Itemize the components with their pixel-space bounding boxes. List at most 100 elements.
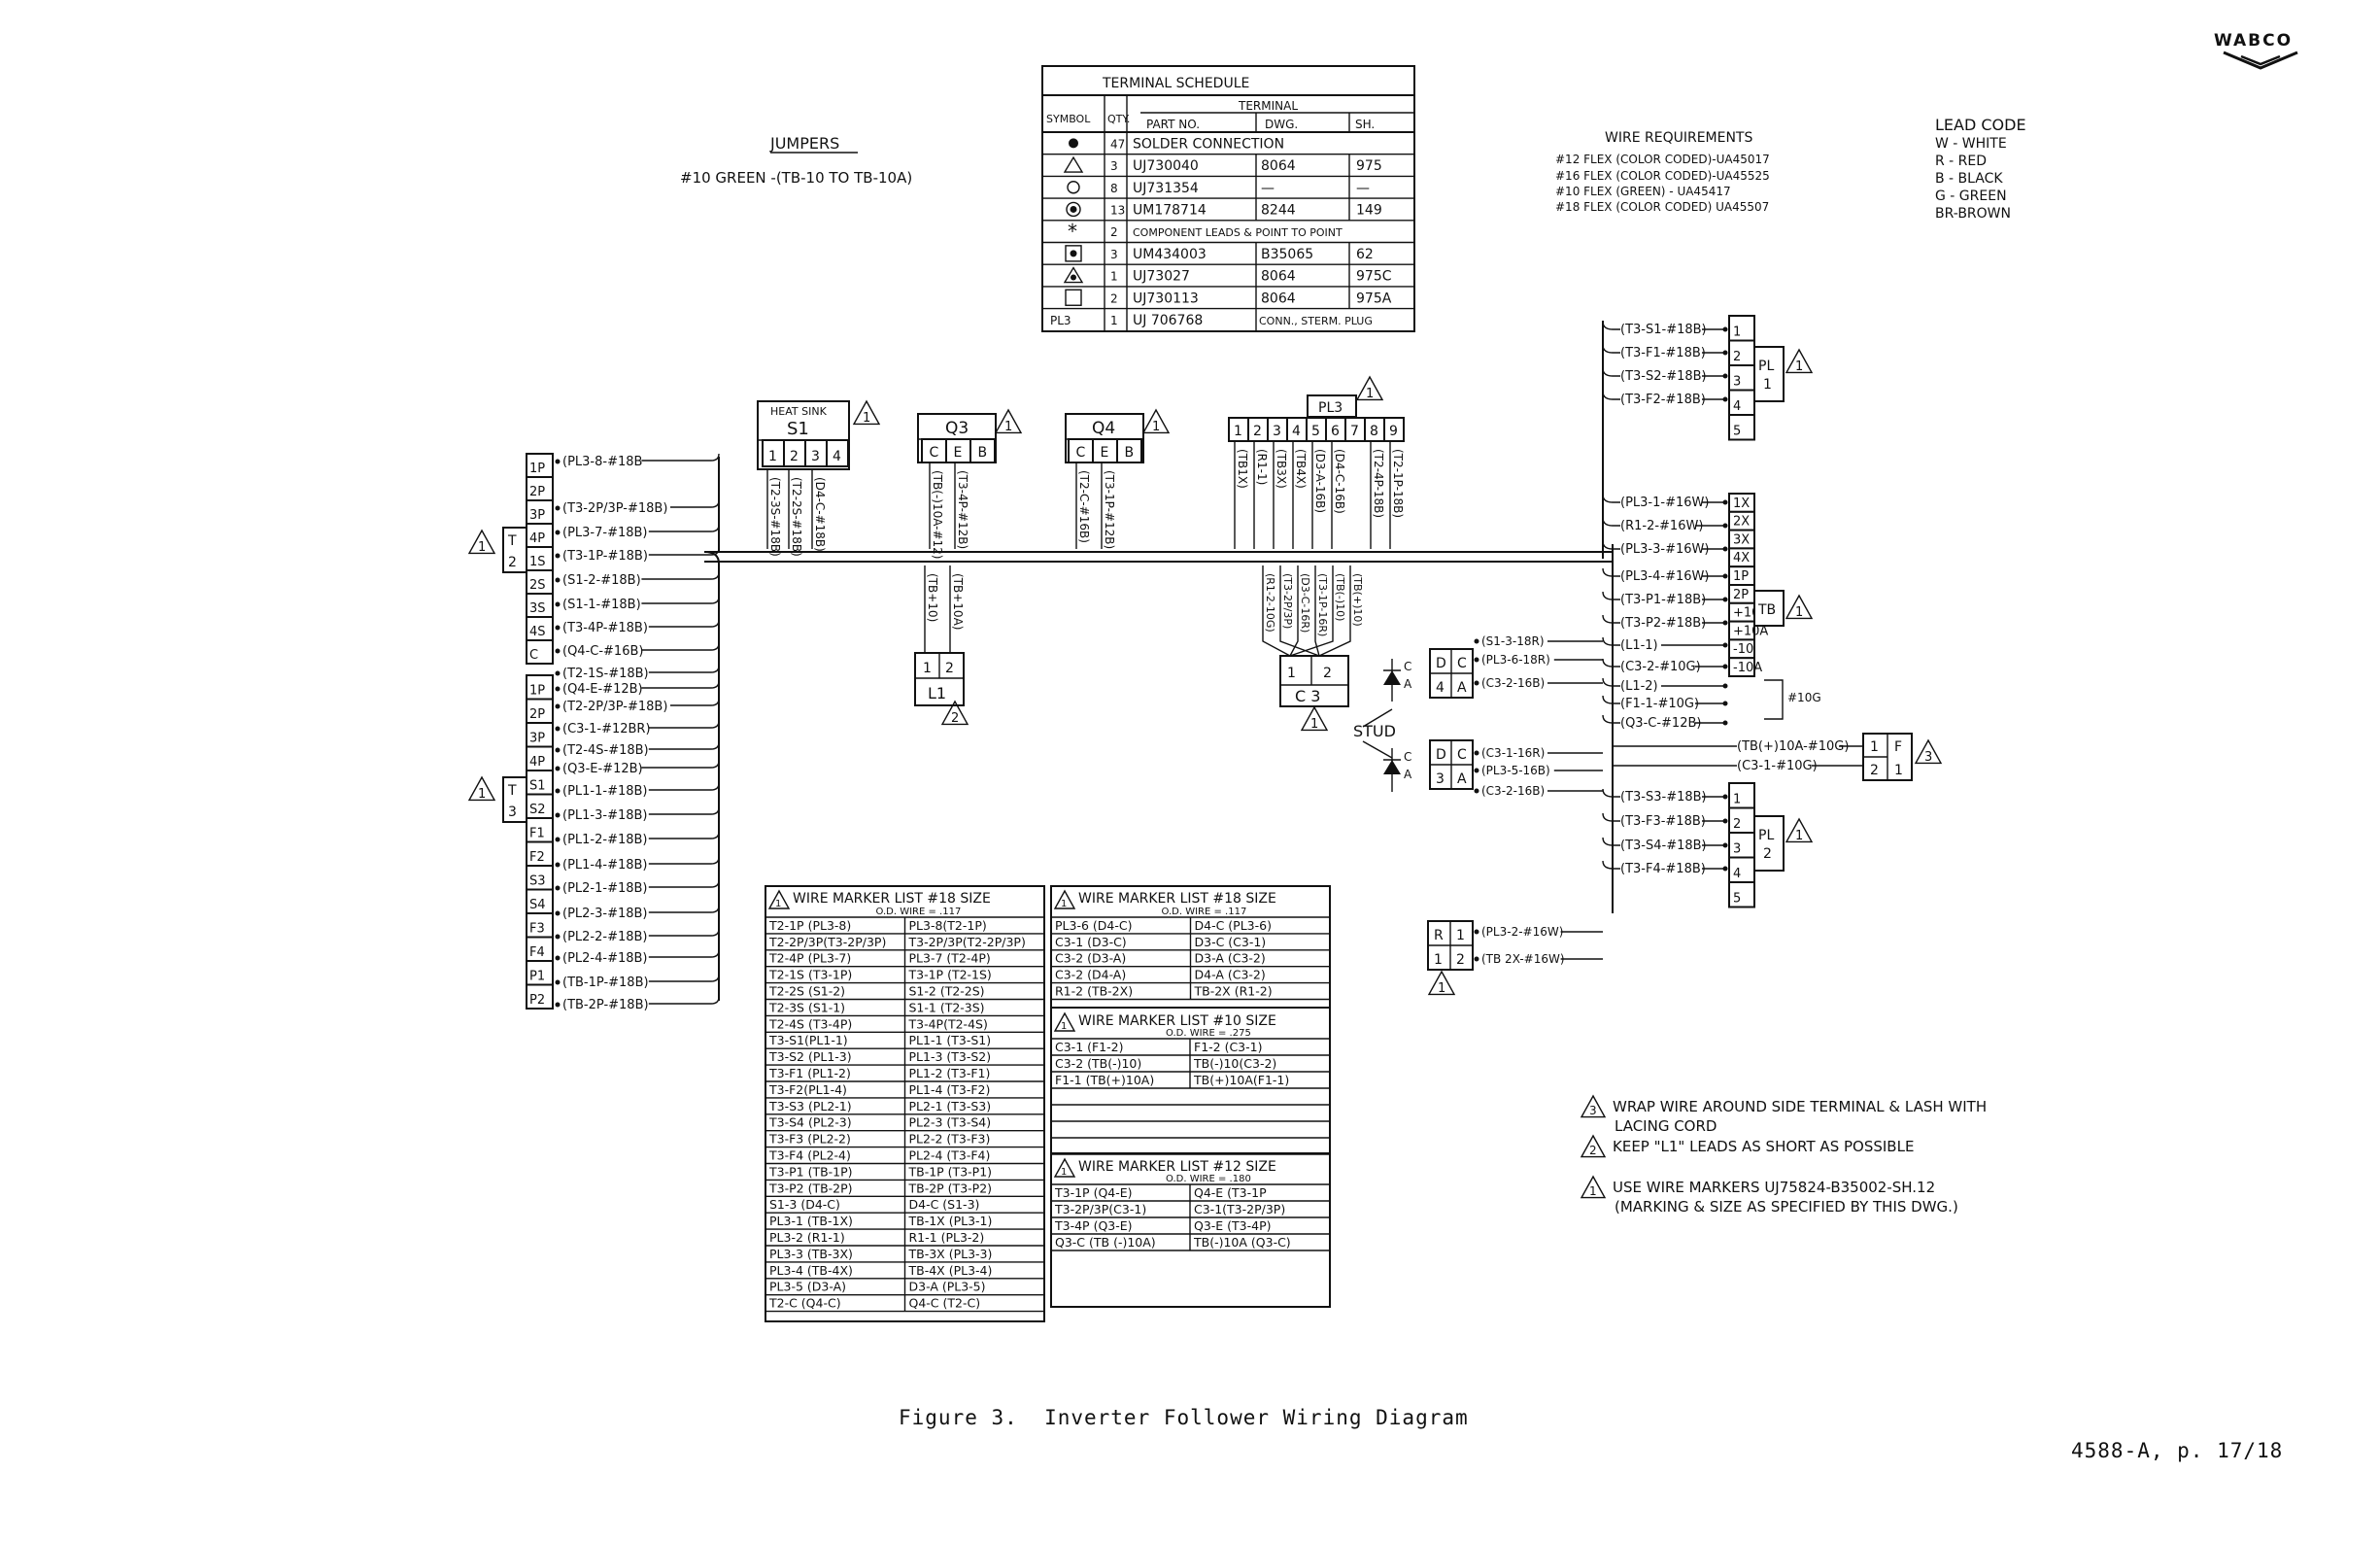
- c3-marker-triangle: 1: [1300, 705, 1329, 732]
- solder-dot-icon: [1474, 657, 1479, 663]
- terminal-label: 3: [811, 449, 820, 464]
- marker-list-cell: TB-1X (PL3-1): [908, 1214, 993, 1228]
- marker-list-cell: T3-4P(T2-4S): [908, 1016, 988, 1031]
- marker-list-cell: PL2-2 (T3-F3): [909, 1132, 991, 1147]
- terminal-cell: [826, 439, 849, 467]
- pl1-name-pl: PL: [1758, 359, 1774, 374]
- solder-dot-icon: [555, 459, 561, 464]
- square-icon: [1065, 289, 1082, 306]
- wire-label: (C3-2-16B): [1481, 784, 1545, 798]
- marker-list-cell: T3-1P (T2-1S): [908, 968, 992, 982]
- triangle-a-center: [1071, 274, 1076, 281]
- marker-list-cell: T3-F2(PL1-4): [768, 1082, 847, 1097]
- marker-list-cell: PL2-3 (T3-S4): [909, 1115, 992, 1130]
- wire-label: (PL1-2-#18B): [562, 833, 648, 847]
- marker-number: 1: [1061, 899, 1067, 909]
- terminal-label: 3P: [529, 508, 545, 523]
- terminal-cell: [526, 745, 554, 771]
- marker-list-subtitle: O.D. WIRE = .117: [1162, 907, 1247, 917]
- wire-path: [648, 905, 720, 913]
- solder-dot-icon: [555, 686, 561, 692]
- wire-label: (PL3-4-#16W): [1620, 569, 1709, 584]
- q4-name: Q4: [1092, 419, 1115, 438]
- marker-list-cell: C3-2 (D4-A): [1055, 968, 1126, 982]
- wire-path: [1602, 812, 1620, 822]
- sh-cell: 975C: [1356, 269, 1392, 285]
- wire-label: (T3-F1-#18B): [1620, 346, 1706, 360]
- wire-path: [1314, 565, 1320, 657]
- triangle-icon: [994, 408, 1023, 434]
- triangle-icon: [1355, 375, 1384, 401]
- part-no-cell: UJ730040: [1133, 158, 1199, 174]
- marker-list-cell: T2-2S (S1-2): [768, 984, 845, 999]
- terminal-cell: [526, 453, 554, 478]
- marker-list-title: WIRE MARKER LIST #18 SIZE: [1078, 891, 1276, 907]
- symbol-text: PL3: [1050, 314, 1071, 327]
- header-dwg: DWG.: [1265, 118, 1298, 131]
- marker-number: 3: [1589, 1104, 1597, 1117]
- solder-dot-icon: [1722, 642, 1728, 648]
- wire-label: (TB(+)10A-#10G): [1737, 739, 1849, 754]
- wire-label: (D3-C-16R): [1299, 573, 1311, 633]
- dwg-cell: 8064: [1261, 158, 1296, 174]
- terminal-label: 1: [1733, 793, 1741, 807]
- terminal-label: S1: [529, 779, 546, 794]
- terminal-label: 1P: [529, 684, 545, 699]
- wire-label: (C3-1-#12BR): [562, 722, 651, 736]
- terminal-label: 2: [1253, 424, 1262, 439]
- l1-marker-triangle: 2: [940, 700, 969, 726]
- marker-list-cell: D4-A (C3-2): [1195, 968, 1266, 982]
- wire-label: (T2-4S-#18B): [562, 743, 649, 758]
- triangle-icon: [940, 700, 969, 726]
- solder-dot-icon: [1722, 396, 1728, 402]
- marker-number: 1: [1589, 1184, 1597, 1198]
- wire-path: [1602, 567, 1620, 577]
- f1-name-1: 1: [1894, 763, 1903, 778]
- marker-list-cell: T3-S4 (PL2-3): [768, 1115, 852, 1130]
- wire-path: [1602, 614, 1620, 624]
- wire-label: (T3-1P-#12B): [1103, 470, 1116, 549]
- lead-code-5: BR-BROWN: [1935, 206, 2011, 222]
- terminal-label: 6: [1331, 424, 1340, 439]
- terminal-label: 3: [1733, 375, 1741, 390]
- triangle-icon: [1053, 1157, 1076, 1178]
- marker-number: 1: [863, 411, 870, 426]
- t3-label-t: T: [507, 783, 517, 799]
- marker-number: 2: [951, 711, 959, 726]
- marker-number: 3: [1924, 750, 1932, 765]
- wire-path: [1602, 658, 1620, 668]
- solder-dot-icon: [555, 934, 561, 940]
- terminal-label: B: [1125, 445, 1135, 461]
- marker-number: 1: [1438, 981, 1445, 996]
- wire-label: (C3-2-#10G): [1620, 660, 1701, 674]
- wire-label: (TB+10): [926, 573, 939, 622]
- marker-list-triangle: 1: [1053, 889, 1076, 909]
- marker-list-cell: PL1-2 (T3-F1): [909, 1066, 991, 1080]
- wire-label: (TB1X): [1236, 449, 1249, 489]
- marker-list-cell: TB-2P (T3-P2): [908, 1181, 993, 1195]
- terminal-label: 2: [1733, 817, 1741, 832]
- l1-term-1: 1: [923, 661, 932, 676]
- part-no-cell: UJ731354: [1133, 181, 1199, 196]
- marker-list-cell: T3-2P/3P(C3-1): [1054, 1202, 1146, 1216]
- marker-list-cell: PL3-6 (D4-C): [1055, 918, 1132, 933]
- qty-cell: 2: [1110, 225, 1118, 239]
- jumpers-note: JUMPERS #10 GREEN -(TB-10 TO TB-10A): [680, 134, 912, 187]
- wire-label: (T3-2P/3P-#18B): [562, 501, 667, 516]
- triangle-icon: [1053, 889, 1076, 909]
- wire-path: [1262, 565, 1291, 657]
- qty-cell: 47: [1110, 137, 1125, 151]
- dwg-cell: —: [1261, 181, 1275, 196]
- terminal-label: 5: [1733, 892, 1741, 907]
- marker-list-triangle: 1: [1053, 1011, 1076, 1032]
- wire-label: (T3-F3-#18B): [1620, 814, 1706, 829]
- terminal-cell: [526, 793, 554, 819]
- triangle-icon: [1141, 408, 1171, 434]
- wire-label: (TB+10A): [951, 573, 965, 630]
- marker-list-cell: C3-1(T3-2P/3P): [1194, 1202, 1285, 1216]
